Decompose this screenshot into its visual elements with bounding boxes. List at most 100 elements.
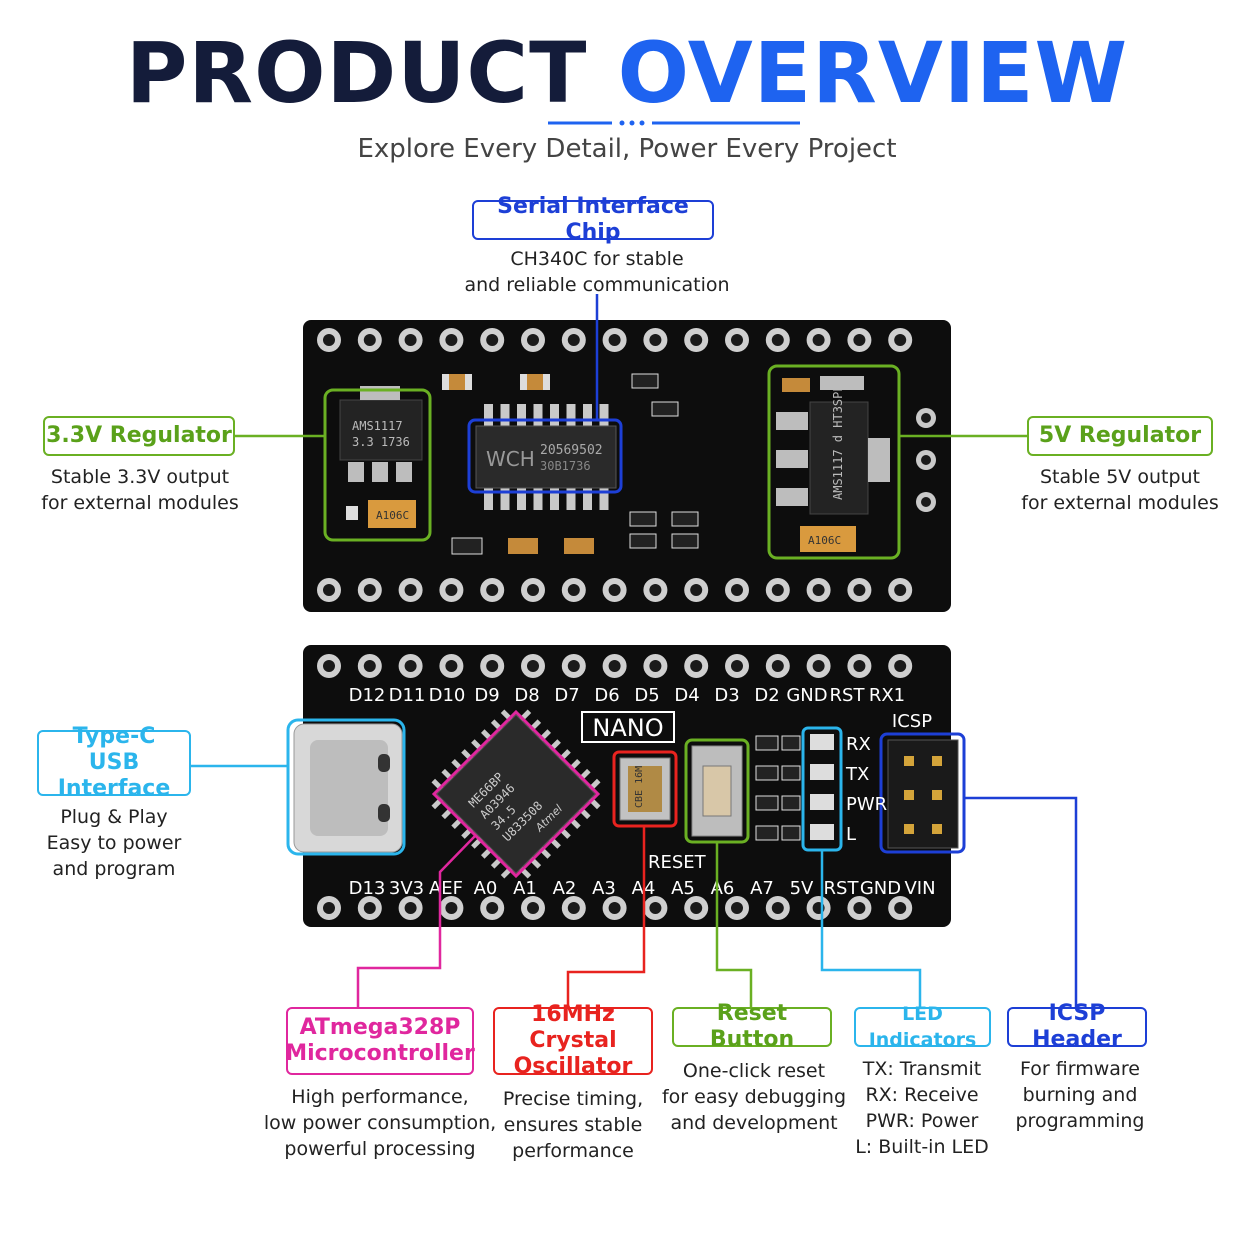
typec-label: Type-C USB Interface <box>37 724 191 801</box>
led-desc: TX: Transmit RX: Receive PWR: Power L: B… <box>842 1056 1002 1160</box>
led-label-l: L <box>846 824 856 845</box>
type-c-port <box>293 723 403 853</box>
pin-label: RST <box>824 878 860 899</box>
pin-label: D9 <box>474 685 499 706</box>
pin-label: A1 <box>513 878 537 899</box>
icsp-desc-line-3: programming <box>1015 1110 1145 1132</box>
reg33-label: 3.3V Regulator <box>43 416 235 456</box>
mcu-desc-line-2: low power consumption, <box>263 1112 497 1134</box>
crystal-label: 16MHz Crystal Oscillator <box>493 1002 653 1079</box>
top-board-side-pins <box>916 408 936 512</box>
crystal-desc: Precise timing, ensures stable performan… <box>483 1086 663 1164</box>
page-subtitle: Explore Every Detail, Power Every Projec… <box>357 134 897 164</box>
chip-marking-1: 20569502 <box>540 443 603 458</box>
icsp-desc-line-2: burning and <box>1022 1084 1138 1106</box>
serial-chip-label: Serial Interface Chip <box>472 194 714 245</box>
regulator-3v3: AMS1117 3.3 1736 A106C <box>339 386 423 528</box>
type-c-highlight <box>286 718 406 856</box>
pin-label: A2 <box>553 878 577 899</box>
serial-chip-desc: CH340C for stable and reliable communica… <box>447 246 747 298</box>
reg5-desc: Stable 5V output for external modules <box>1000 464 1240 516</box>
typec-desc: Plug & Play Easy to power and program <box>14 804 214 882</box>
mcu-highlight <box>431 709 601 879</box>
typec-desc-line-1: Plug & Play <box>60 806 168 828</box>
reset-button-part <box>691 745 743 837</box>
crystal-marking: CBE 16M <box>634 766 645 808</box>
pin-label: 3V3 <box>389 878 424 899</box>
mcu-desc: High performance, low power consumption,… <box>260 1084 500 1162</box>
regulator-5v: AMS1117 d HT3SPE A106C <box>776 376 890 552</box>
nano-label-box <box>581 711 675 743</box>
reg5-highlight <box>767 364 901 560</box>
icsp-desc-line-1: For firmware <box>1020 1058 1140 1080</box>
mcu-label: ATmega328P Microcontroller <box>285 1007 475 1075</box>
icsp-desc: For firmware burning and programming <box>1000 1056 1160 1134</box>
ch340-chip: WCH 20569502 30B1736 <box>475 404 617 510</box>
pin-label: D12 <box>349 685 386 706</box>
bottom-board-pin-row-upper <box>317 654 913 678</box>
reset-board-label: RESET <box>648 852 707 873</box>
bottom-board-pin-row-lower <box>317 896 913 920</box>
cap1-marking: A106C <box>376 509 409 522</box>
smd-components-top <box>442 373 699 555</box>
ch340-highlight <box>467 418 623 494</box>
reg5-desc-line-2: for external modules <box>1021 492 1219 514</box>
reset-desc: One-click reset for easy debugging and d… <box>656 1058 852 1136</box>
crystal-desc-line-1: Precise timing, <box>502 1088 644 1110</box>
icsp-highlight <box>879 732 966 854</box>
crystal-desc-line-3: performance <box>512 1140 634 1162</box>
pin-label: D8 <box>514 685 539 706</box>
pin-label: D5 <box>634 685 659 706</box>
pin-label: A0 <box>474 878 498 899</box>
mcu-desc-line-1: High performance, <box>291 1086 469 1108</box>
nano-label: NANO <box>592 714 663 742</box>
pin-label: A5 <box>671 878 695 899</box>
reg5-label: 5V Regulator <box>1027 416 1213 456</box>
pin-label: D10 <box>429 685 466 706</box>
pin-label: D7 <box>554 685 579 706</box>
pin-label: GND <box>786 685 827 706</box>
reg33-desc-line-1: Stable 3.3V output <box>50 466 230 488</box>
reset-desc-line-1: One-click reset <box>682 1060 826 1082</box>
top-board-pin-row-upper <box>317 328 913 352</box>
reset-desc-line-2: for easy debugging <box>661 1086 847 1108</box>
title-word-1: PRODUCT <box>125 24 588 122</box>
serial-desc-line-1: CH340C for stable <box>510 248 684 270</box>
pin-label: VIN <box>904 878 935 899</box>
pin-label: D6 <box>594 685 619 706</box>
pin-label: RST <box>830 685 866 706</box>
pin-label: D2 <box>754 685 779 706</box>
pin-label: D11 <box>389 685 426 706</box>
led-desc-line-3: PWR: Power <box>865 1110 979 1132</box>
page-title: PRODUCT OVERVIEW <box>0 28 1254 118</box>
chip-logo: WCH <box>486 447 535 471</box>
pin-label: A7 <box>750 878 774 899</box>
pin-label: GND <box>860 878 901 899</box>
crystal-oscillator: CBE 16M <box>619 757 671 821</box>
reg33-desc: Stable 3.3V output for external modules <box>20 464 260 516</box>
reset-label: Reset Button <box>672 1001 832 1052</box>
pin-label: RX1 <box>869 685 905 706</box>
crystal-title-2: Oscillator <box>513 1054 633 1079</box>
mcu-desc-line-3: powerful processing <box>284 1138 476 1160</box>
reg5-marking: AMS1117 d HT3SPE <box>831 384 845 500</box>
top-board-pin-row-lower <box>317 578 913 602</box>
reset-desc-line-3: and development <box>670 1112 838 1134</box>
serial-desc-line-2: and reliable communication <box>464 274 730 296</box>
led-label: LED Indicators <box>854 1003 991 1051</box>
led-label-tx: TX <box>845 764 869 785</box>
mcu-title-2: Microcontroller <box>285 1041 475 1066</box>
typec-desc-line-3: and program <box>52 858 176 880</box>
led-desc-line-2: RX: Receive <box>865 1084 979 1106</box>
pin-label: A3 <box>592 878 616 899</box>
crystal-title-1: 16MHz Crystal <box>529 1002 617 1053</box>
led-label-rx: RX <box>846 734 871 755</box>
led-desc-line-4: L: Built-in LED <box>855 1136 989 1158</box>
reg33-marking-2: 3.3 1736 <box>352 435 410 449</box>
reg5-desc-line-1: Stable 5V output <box>1039 466 1200 488</box>
reg33-marking-1: AMS1117 <box>352 419 403 433</box>
pin-label: 5V <box>790 878 814 899</box>
